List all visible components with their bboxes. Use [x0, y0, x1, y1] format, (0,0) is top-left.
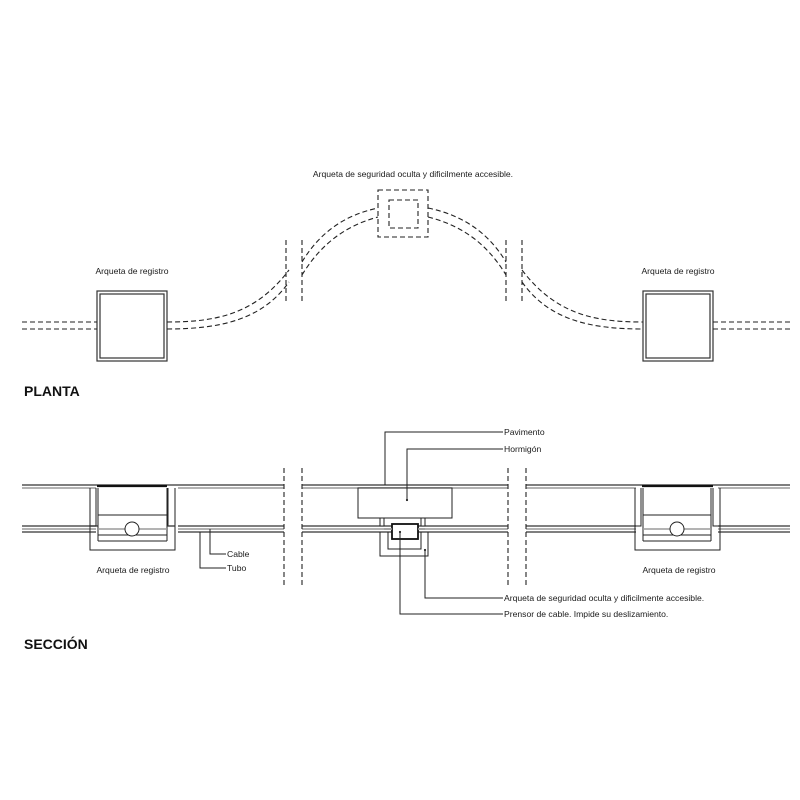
plan-conduit-arc-left-a [301, 207, 379, 263]
section-right-box-label: Arqueta de registro [642, 565, 715, 575]
plan-right-box-label: Arqueta de registro [641, 266, 714, 276]
plan-hidden-box-outer [377, 189, 429, 238]
callout-hidden-box-label: Arqueta de seguridad oculta y dificilmen… [504, 593, 704, 603]
section-right-cable-circle [669, 521, 685, 537]
callout-cable-label: Cable [227, 549, 250, 559]
plan-left-box-inner [99, 293, 165, 359]
callout-leader-clamp [399, 532, 503, 615]
plan-conduit-curve-left-a [166, 269, 290, 323]
plan-conduit-curve-right-a [521, 269, 644, 323]
plan-title: PLANTA [24, 383, 80, 399]
section-central-hidden-box [357, 487, 453, 557]
plan-hidden-box-label: Arqueta de seguridad oculta y dificilmen… [313, 169, 513, 179]
plan-left-box-outer [96, 290, 168, 362]
section-left-box-label: Arqueta de registro [96, 565, 169, 575]
callout-concrete-label: Hormigón [504, 444, 541, 454]
section-cable-clamp [391, 523, 419, 540]
plan-conduit-curve-right-b [521, 281, 644, 330]
section-left-registro-box [89, 484, 178, 551]
callout-leader-pavement [384, 431, 503, 485]
callout-clamp-label: Prensor de cable. Impide su deslizamient… [504, 609, 668, 619]
section-right-registro-box [634, 484, 721, 551]
section-view: Arqueta de registro Arqueta de registro [22, 427, 790, 652]
plan-conduit-curve-left-b [166, 281, 290, 330]
callout-leader-cable [209, 529, 226, 555]
plan-right-box-inner [645, 293, 711, 359]
section-left-cable-circle [124, 521, 140, 537]
plan-hidden-box-inner [388, 199, 419, 229]
plan-left-box-label: Arqueta de registro [95, 266, 168, 276]
callout-leader-concrete [406, 448, 503, 500]
plan-conduit-arc-left-b [301, 216, 379, 276]
callout-leader-tube [199, 532, 226, 569]
plan-conduit-arc-right-b [427, 216, 507, 276]
section-concrete-block [357, 487, 453, 519]
plan-view: Arqueta de seguridad oculta y dificilmen… [22, 169, 790, 399]
section-callouts [199, 431, 503, 615]
callout-leader-hidden-box [424, 550, 503, 599]
plan-right-box-outer [642, 290, 714, 362]
section-title: SECCIÓN [24, 635, 88, 652]
plan-conduit-arc-right-a [427, 207, 507, 263]
callout-pavement-label: Pavimento [504, 427, 545, 437]
callout-tube-label: Tubo [227, 563, 246, 573]
